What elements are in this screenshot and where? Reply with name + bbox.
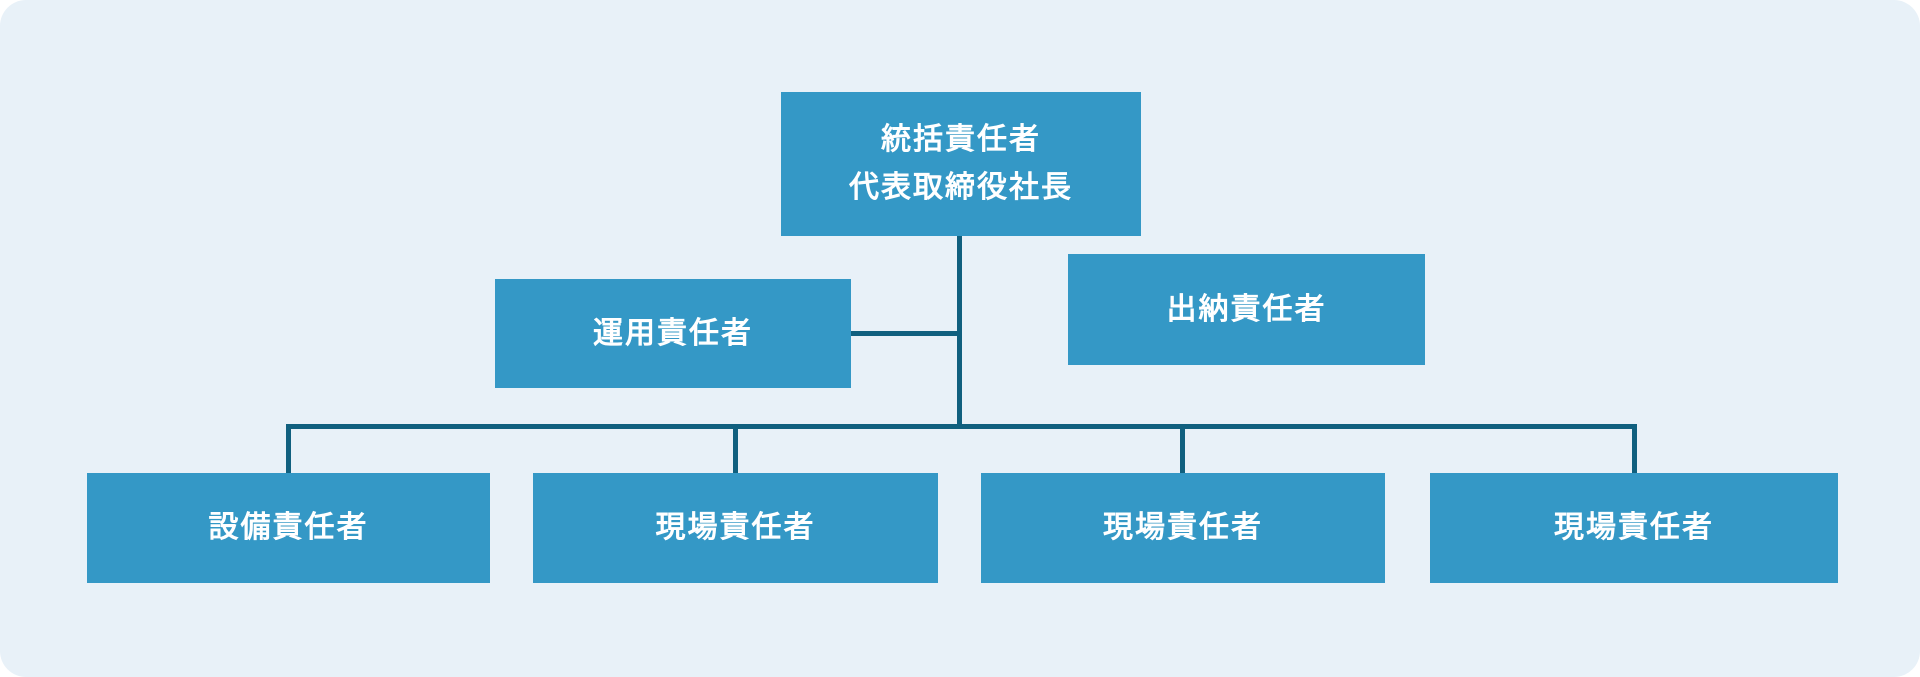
org-node-general-manager-line2: 代表取締役社長	[849, 170, 1073, 205]
connector-drop-site-1	[733, 424, 738, 473]
org-node-general-manager: 統括責任者 代表取締役社長	[781, 92, 1141, 236]
connector-bottom-bus	[286, 424, 1635, 429]
org-node-general-manager-line1: 統括責任者	[881, 122, 1041, 157]
org-node-site-manager-2: 現場責任者	[981, 473, 1385, 583]
org-node-operations-manager-label: 運用責任者	[593, 315, 753, 351]
org-node-cashier-manager: 出納責任者	[1068, 254, 1425, 365]
org-node-site-manager-3-label: 現場責任者	[1554, 510, 1714, 545]
org-node-cashier-manager-label: 出納責任者	[1166, 291, 1327, 327]
connector-drop-facility	[286, 424, 291, 473]
org-node-operations-manager: 運用責任者	[495, 279, 851, 388]
org-node-site-manager-1: 現場責任者	[533, 473, 938, 583]
org-node-facility-manager-label: 設備責任者	[208, 510, 369, 545]
connector-operations-horizontal	[851, 331, 961, 336]
connector-drop-site-2	[1180, 424, 1185, 473]
org-node-site-manager-2-label: 現場責任者	[1103, 510, 1263, 545]
org-node-site-manager-1-label: 現場責任者	[655, 510, 816, 545]
connector-drop-site-3	[1632, 424, 1637, 473]
org-node-site-manager-3: 現場責任者	[1430, 473, 1838, 583]
org-node-facility-manager: 設備責任者	[87, 473, 490, 583]
